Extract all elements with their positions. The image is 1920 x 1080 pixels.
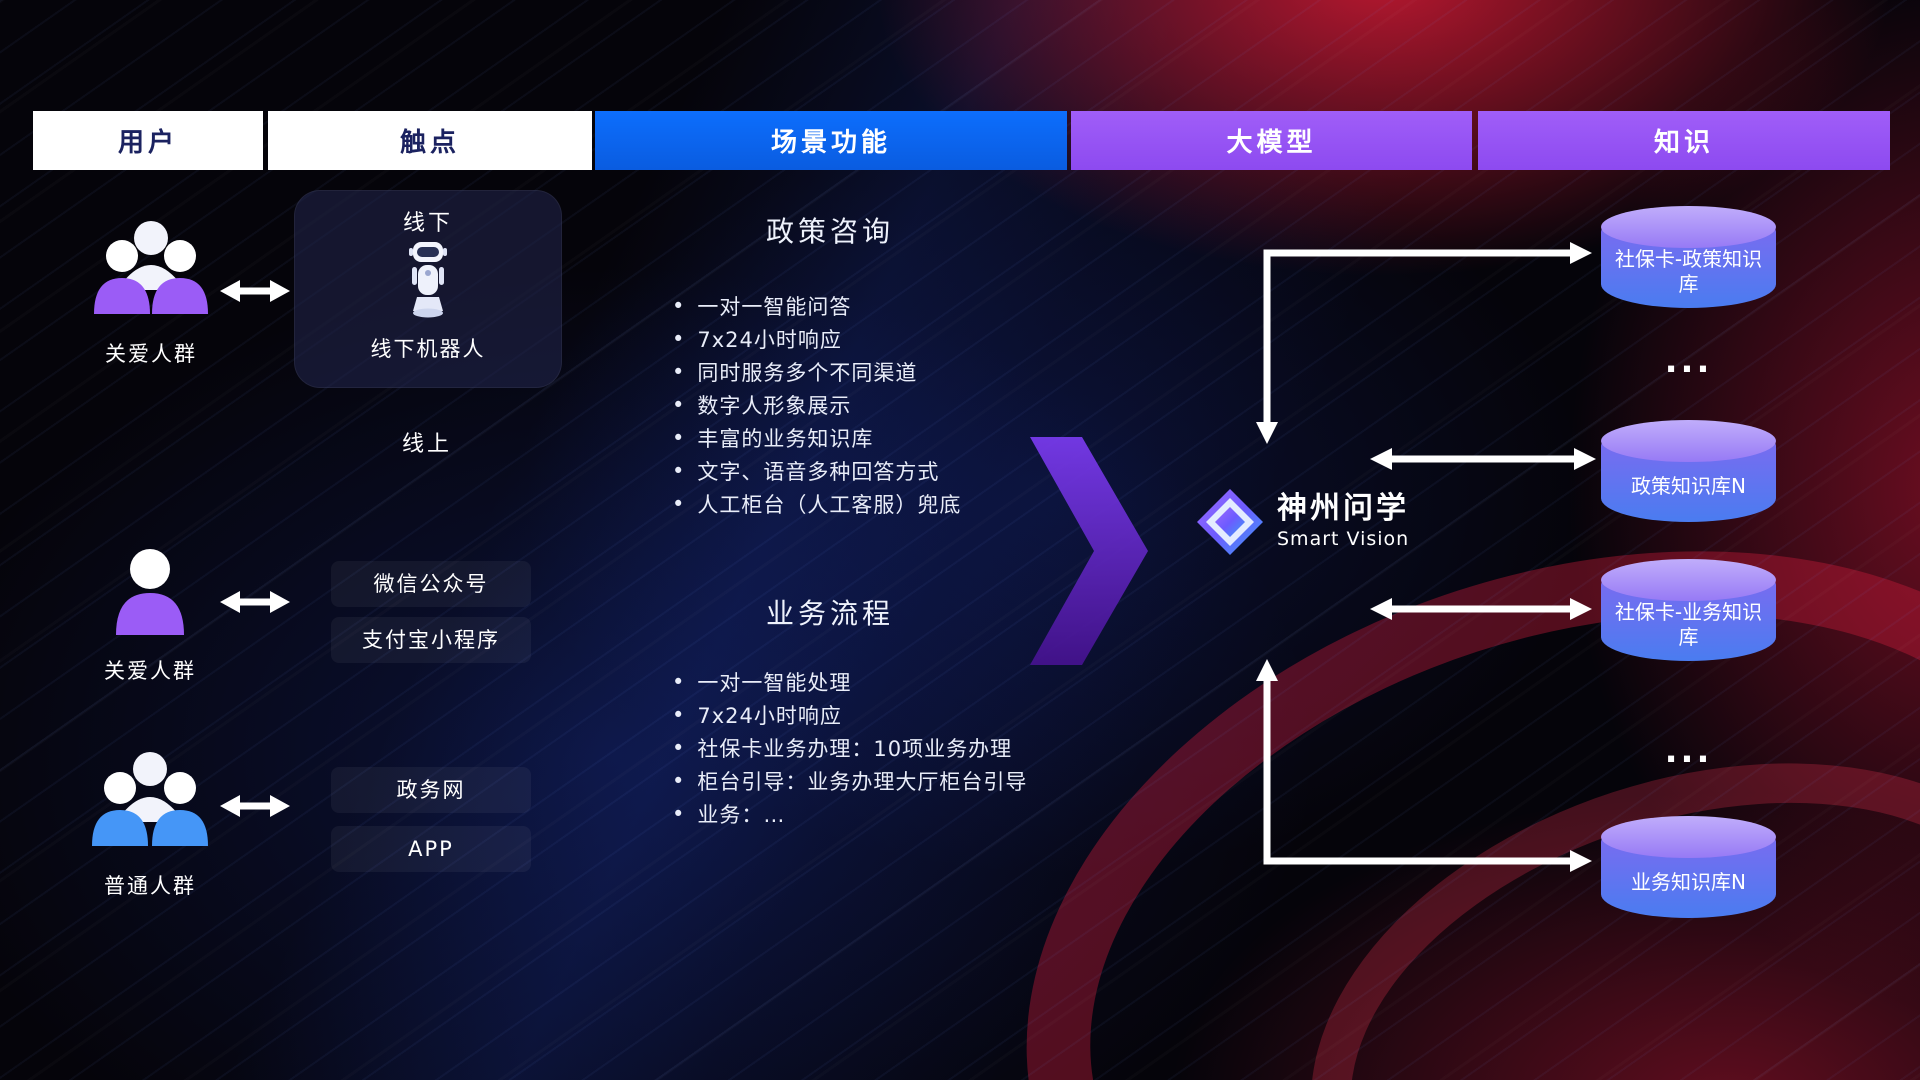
list-item: 一对一智能问答 [672,289,1142,322]
model-name: 神州问学 [1277,491,1409,526]
channel-alipay-miniprogram: 支付宝小程序 [331,617,531,663]
user-touchpoint-arrow-2 [220,591,290,613]
list-item: 文字、语音多种回答方式 [672,454,1142,487]
scenario-policy-list: 一对一智能问答 7x24小时响应 同时服务多个不同渠道 数字人形象展示 丰富的业… [672,289,1142,520]
list-item: 人工柜台（人工客服）兜底 [672,487,1142,520]
header-large-model: 大模型 [1071,111,1472,170]
group-people-blue-icon [91,752,208,846]
channel-app: APP [331,826,531,872]
list-item: 丰富的业务知识库 [672,421,1142,454]
channel-gov-web: 政务网 [331,767,531,813]
kb-label: 政策知识库N [1631,473,1746,498]
big-flow-arrow [1030,437,1148,665]
header-knowledge: 知识 [1478,111,1890,170]
scenario-title-policy-consult: 政策咨询 [765,215,894,248]
cylinder-lid [1601,816,1776,858]
user-group-label: 关爱人群 [105,342,197,366]
list-item: 7x24小时响应 [672,698,1142,731]
user-group-care-1: 关爱人群 [85,212,217,368]
user-single-care: 关爱人群 [70,545,230,685]
model-logo-block: 神州问学 Smart Vision [1195,487,1409,557]
offline-title: 线下 [402,211,453,236]
list-item: 同时服务多个不同渠道 [672,355,1142,388]
offline-robot-label: 线下机器人 [370,337,486,361]
kb-business-n: 业务知识库N [1601,816,1776,918]
offline-robot-card: 线下 线下机器人 [294,190,562,388]
list-item: 业务：… [672,797,1142,830]
user-touchpoint-arrow-1 [220,280,290,302]
kb-social-business: 社保卡-业务知识库 [1601,559,1776,661]
kb-label: 业务知识库N [1631,869,1746,894]
kb-ellipsis-bottom: ... [1664,731,1713,771]
model-kb-elbow-top [1256,242,1592,444]
header-touchpoint: 触点 [268,111,592,170]
kb-label: 社保卡-业务知识库 [1614,600,1763,649]
model-subtitle: Smart Vision [1277,528,1410,550]
user-single-label: 关爱人群 [104,659,196,683]
list-item: 社保卡业务办理：10项业务办理 [672,731,1142,764]
list-item: 一对一智能处理 [672,665,1142,698]
channel-wechat: 微信公众号 [331,561,531,607]
header-scenario-functions: 场景功能 [595,111,1067,170]
kb-label: 社保卡-政策知识库 [1614,247,1763,296]
kb-policy-n: 政策知识库N [1601,420,1776,522]
group-people-purple-icon [94,221,208,314]
robot-icon [409,242,447,318]
robot-icon-wrap [295,239,561,323]
cylinder-lid [1601,420,1776,462]
kb-ellipsis-top: ... [1664,341,1713,381]
list-item: 7x24小时响应 [672,322,1142,355]
model-kb-double-arrow-1 [1370,448,1596,470]
header-user: 用户 [33,111,263,170]
user-touchpoint-arrow-3 [220,795,290,817]
list-item: 柜台引导：业务办理大厅柜台引导 [672,764,1142,797]
online-title: 线上 [401,432,452,457]
cylinder-lid [1601,559,1776,601]
smart-vision-gem-icon [1197,489,1263,555]
cylinder-lid [1601,206,1776,248]
list-item: 数字人形象展示 [672,388,1142,421]
kb-social-policy: 社保卡-政策知识库 [1601,206,1776,308]
single-person-purple-icon [116,549,184,635]
scenario-business-list: 一对一智能处理 7x24小时响应 社保卡业务办理：10项业务办理 柜台引导：业务… [672,665,1142,830]
user-group-general-label: 普通人群 [104,874,196,898]
scenario-title-business-process: 业务流程 [765,597,894,630]
user-group-general: 普通人群 [70,742,230,900]
